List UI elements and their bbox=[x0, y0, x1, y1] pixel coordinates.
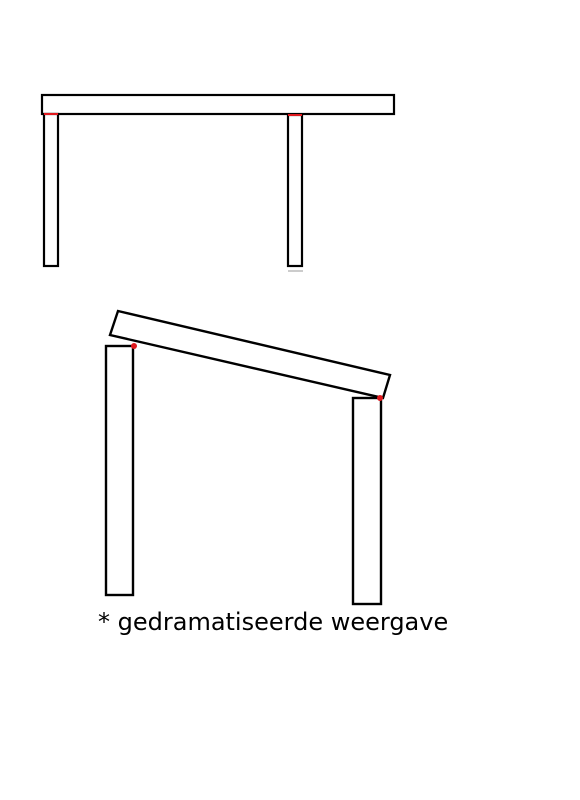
tilted-right-contact-point bbox=[377, 395, 383, 401]
tilted-left-leg bbox=[104, 344, 135, 597]
tilted-right-leg bbox=[351, 396, 383, 606]
level-left-leg bbox=[42, 112, 60, 268]
level-tabletop bbox=[40, 93, 396, 116]
level-right-leg bbox=[286, 113, 304, 268]
tilted-left-contact-point bbox=[131, 343, 137, 349]
caption-text: * gedramatiseerde weergave bbox=[98, 608, 449, 636]
tilted-tabletop bbox=[108, 309, 392, 400]
level-table bbox=[40, 93, 396, 272]
tilted-table bbox=[104, 309, 392, 606]
